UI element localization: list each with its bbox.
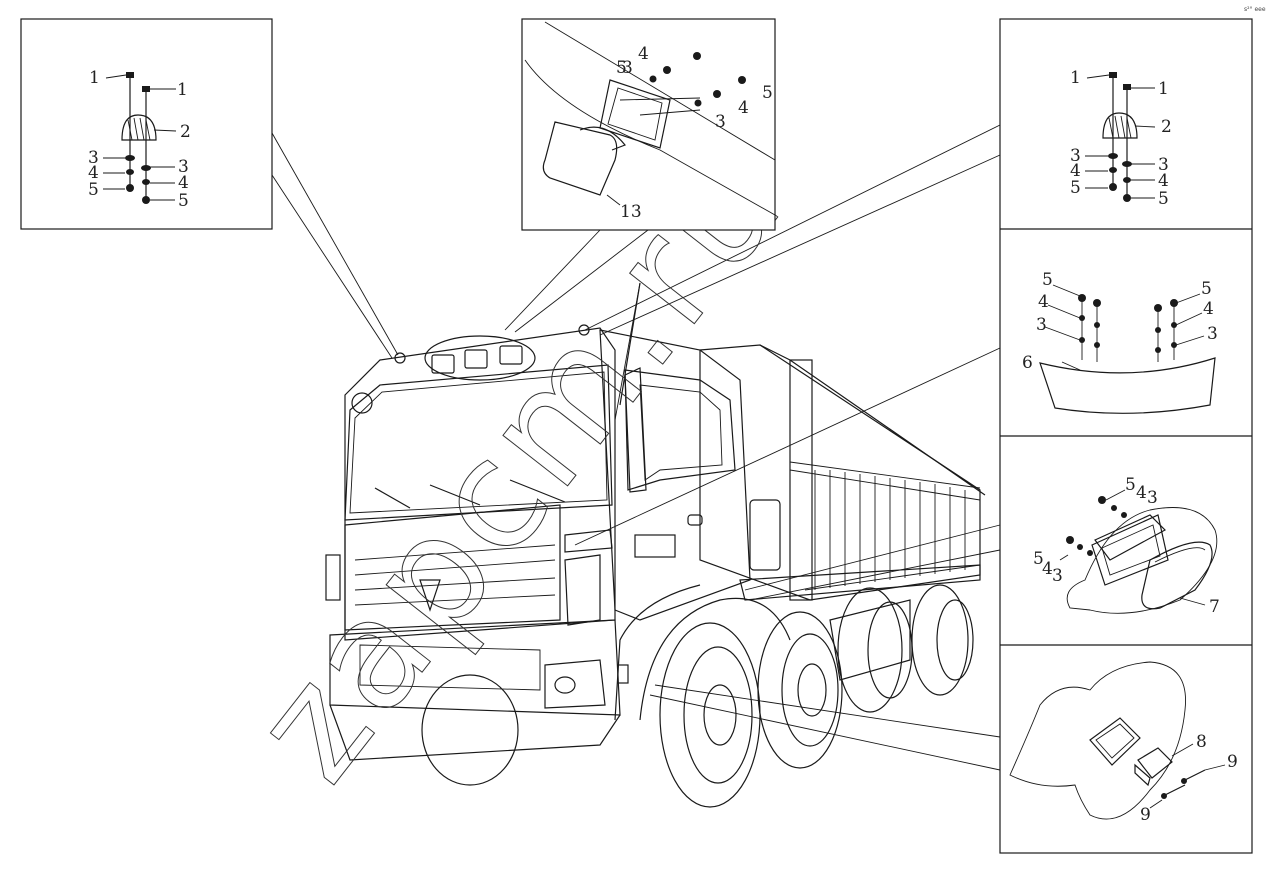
callout-5: 5: [762, 83, 773, 103]
callout-4: 4: [1042, 559, 1053, 579]
detail-panel-small-lamp: 8 9 9: [1009, 661, 1238, 825]
callout-3: 3: [1036, 315, 1047, 335]
callout-5: 5: [178, 191, 189, 211]
callout-4: 4: [1136, 483, 1147, 503]
callout-3: 3: [88, 148, 99, 168]
callout-5: 5: [1201, 279, 1212, 299]
detail-panel-side-marker: 5 4 3 5 4 3 7: [1033, 475, 1220, 617]
callout-3: 3: [178, 157, 189, 177]
dump-truck-drawing: [325, 282, 986, 808]
detail-panel-roof-lamp-right: 1 1 2 3 3 4 4 5 5: [1070, 68, 1172, 209]
corner-code: s²° eee: [1244, 6, 1266, 13]
callout-4: 4: [1203, 299, 1214, 319]
callout-9: 9: [1227, 752, 1238, 772]
callout-4: 4: [88, 163, 99, 183]
detail-panel-roof-lamp-left: 1 1 2 3 3 4 4 5 5: [20, 18, 273, 230]
callout-3: 3: [1070, 146, 1081, 166]
callout-3: 3: [1158, 155, 1169, 175]
callout-5: 5: [1070, 178, 1081, 198]
callout-2: 2: [180, 122, 191, 142]
detail-panel-curved-lamp: 5 4 3 5 4 3 6: [1022, 270, 1218, 414]
callout-4: 4: [638, 44, 649, 64]
right-detail-panels: [999, 18, 1253, 854]
callout-4: 4: [1158, 171, 1169, 191]
callout-1: 1: [177, 80, 188, 100]
callout-13: 13: [620, 202, 642, 222]
callout-3: 3: [1147, 488, 1158, 508]
callout-5: 5: [88, 180, 99, 200]
callout-4: 4: [1038, 292, 1049, 312]
callout-3: 3: [1052, 566, 1063, 586]
callout-6: 6: [1022, 353, 1033, 373]
callout-1: 1: [1070, 68, 1081, 88]
detail-panel-marker-lamp: 5 4 3 5 4 3 13: [521, 18, 776, 231]
callout-7: 7: [1209, 597, 1220, 617]
callout-3: 3: [1207, 324, 1218, 344]
callout-5: 5: [616, 58, 627, 78]
callout-2: 2: [1161, 117, 1172, 137]
callout-5: 5: [1158, 189, 1169, 209]
callout-1: 1: [1158, 79, 1169, 99]
callout-3: 3: [622, 58, 633, 78]
callout-3: 3: [715, 112, 726, 132]
callout-1: 1: [89, 68, 100, 88]
callout-4: 4: [178, 173, 189, 193]
callout-5: 5: [1033, 549, 1044, 569]
callout-9: 9: [1140, 805, 1151, 825]
callout-4: 4: [1070, 161, 1081, 181]
callout-8: 8: [1196, 732, 1207, 752]
callout-5: 5: [1042, 270, 1053, 290]
callout-5: 5: [1125, 475, 1136, 495]
callout-4: 4: [738, 98, 749, 118]
